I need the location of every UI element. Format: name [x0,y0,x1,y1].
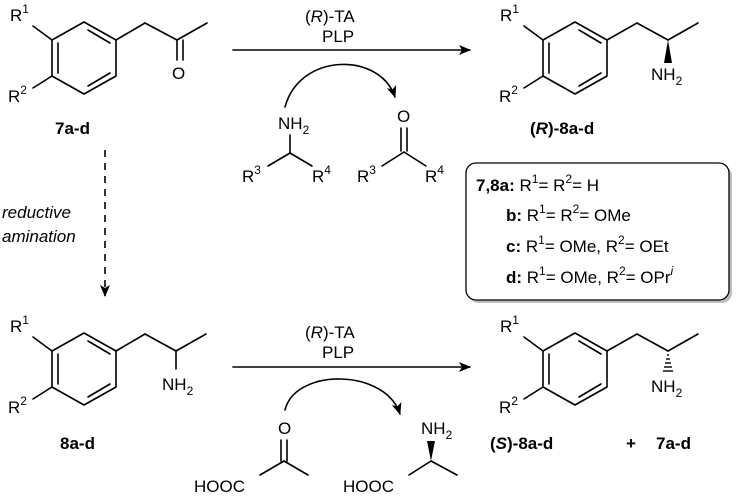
pyruvate-oxygen-label: O [278,419,291,438]
hashed-wedge-bond [663,354,673,372]
reductive-amination-step: reductive amination [2,150,110,297]
product-nh2-label: NH2 [651,65,683,88]
pyruvate-acid-label: HOOC [194,477,245,496]
ketone-7-structure: O R1 R2 [8,2,208,106]
amination-label: amination [2,227,76,246]
bottom-cofactor-label: PLP [322,343,354,362]
racemic-amine-8-structure: NH2 R1 R2 [8,313,207,417]
table-row-c: c: R1= OMe, R2= OEt [506,233,669,256]
alanine-structure: NH2 HOOC [343,419,458,496]
r2-label: R2 [8,83,27,106]
product-r1-label: R1 [500,2,519,25]
table-row-7-8a: 7,8a: R1= R2= H [476,172,599,195]
table-row-d: d: R1= OMe, R2= OPri [506,264,674,287]
racemic-nh2-label: NH2 [162,375,194,398]
s-product-nh2-label: NH2 [651,377,683,400]
coproduct-r4-label: R4 [425,163,444,186]
plus-sign: + [626,434,636,453]
substituent-table: 7,8a: R1= R2= H b: R1= R2= OMe c: R1= OM… [465,162,732,303]
s-product-r2-label: R2 [499,394,518,417]
donor-nh2-label: NH2 [278,114,310,137]
ketone-coproduct-structure: O R3 R4 [357,107,444,186]
racemic-r1-label: R1 [10,313,29,336]
donor-r4-label: R4 [312,163,331,186]
alanine-nh2-label: NH2 [421,419,453,442]
s-amine-product-structure: NH2 R1 R2 [499,313,699,417]
product-r2-label: R2 [499,83,518,106]
product-r-8-label: (R)-8a-d [530,119,594,138]
substrate-7-label: 7a-d [55,119,90,138]
donor-r3-label: R3 [242,163,261,186]
substrate-8-label: 8a-d [60,434,95,453]
racemic-r2-label: R2 [8,394,27,417]
r-amine-product-structure: NH2 R1 R2 [499,2,699,106]
pyruvate-structure: O HOOC [194,419,309,496]
alanine-acid-label: HOOC [343,477,394,496]
coproduct-r3-label: R3 [357,163,376,186]
bottom-enzyme-label: (R)-TA [305,323,355,342]
top-enzyme-label: (R)-TA [305,7,355,26]
product-s-8-label: (S)-8a-d [490,434,553,453]
top-cofactor-label: PLP [322,27,354,46]
carbonyl-oxygen-label: O [172,64,185,83]
r1-label: R1 [10,2,29,25]
table-row-b: b: R1= R2= OMe [506,202,631,225]
reductive-label: reductive [2,203,71,222]
coproduct-oxygen-label: O [397,107,410,126]
remaining-ketone-label: 7a-d [656,434,691,453]
amine-donor-structure: NH2 R3 R4 [242,114,331,186]
s-product-r1-label: R1 [500,313,519,336]
bottom-resolution-arrow: (R)-TA PLP [232,323,471,415]
top-transamination-arrow: (R)-TA PLP [232,7,471,108]
